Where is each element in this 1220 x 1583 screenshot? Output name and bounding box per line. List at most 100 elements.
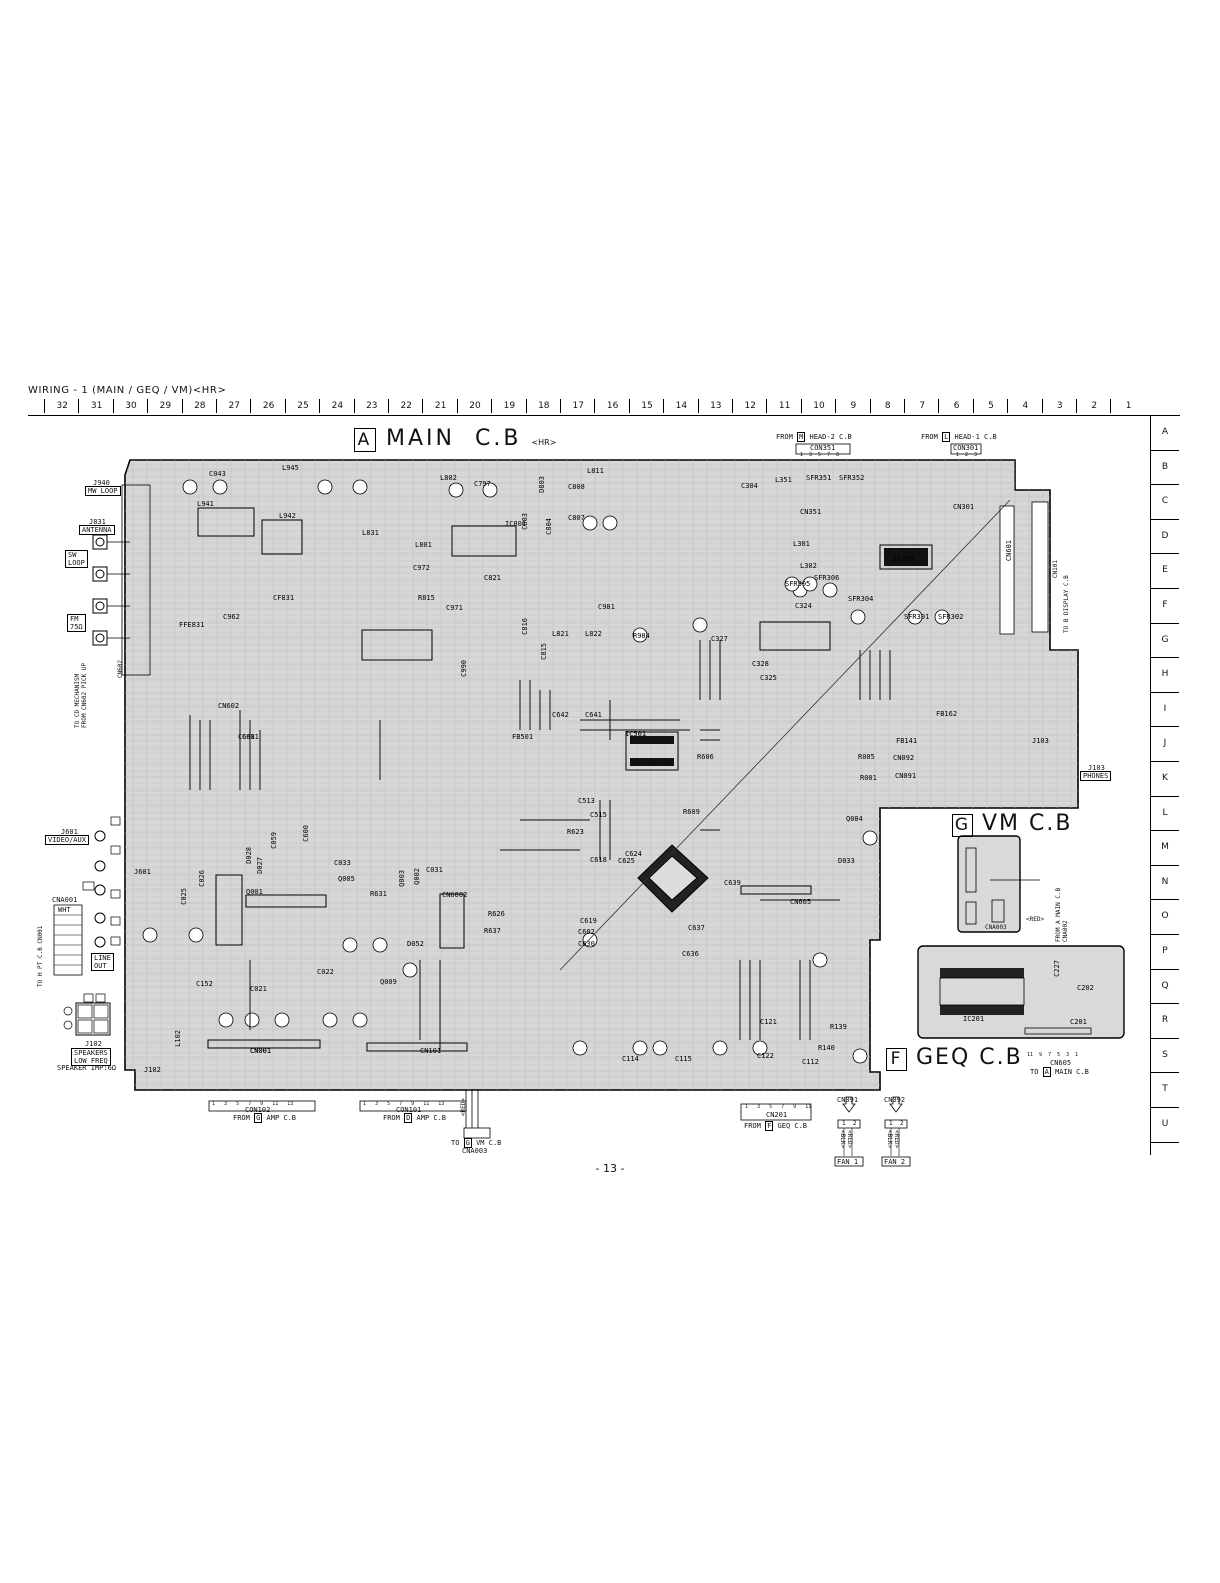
transistor-32 (812, 952, 828, 968)
transistor-29 (372, 937, 388, 953)
con101-from-label: FROM D AMP C.B (383, 1113, 446, 1123)
transistor-15 (784, 576, 800, 592)
cn091-pins: 1 2 (842, 1120, 857, 1127)
row-Q: Q (1151, 969, 1179, 1005)
row-R: R (1151, 1003, 1179, 1039)
cn201-from-label: FROM F GEQ C.B (744, 1121, 808, 1131)
column-8: 8 (869, 399, 905, 413)
label-r005: R005 (858, 753, 875, 761)
transistor-18 (244, 1012, 260, 1028)
vm-red-label: <RED> (1026, 916, 1045, 923)
label-c808: C808 (568, 483, 585, 491)
label-sfr306: SFR306 (814, 574, 840, 582)
transistor-1 (212, 479, 228, 495)
cn201-board: GEQ C.B (777, 1122, 808, 1130)
column-14: 14 (663, 399, 698, 413)
cn605-to: TO (1030, 1068, 1039, 1076)
geq-board-name: GEQ C.B (916, 1045, 1023, 1070)
label-q001: Q001 (246, 888, 263, 896)
to-vm-id: CNA003 (462, 1147, 488, 1155)
to-cd-label: TO CD MECHANISM FROM CN602 PICK UP (74, 662, 88, 728)
cn201-pins: 1 3 5 7 9 11 (745, 1104, 812, 1110)
label-c025: C025 (180, 888, 188, 905)
label-c600: C600 (302, 825, 310, 842)
con102-board-letter: G (254, 1113, 263, 1123)
label-r626: R626 (488, 910, 505, 918)
column-1: 1 (1110, 399, 1145, 413)
column-16: 16 (594, 399, 629, 413)
ic-chip-6 (439, 893, 465, 949)
column-26: 26 (250, 399, 285, 413)
column-25: 25 (284, 399, 320, 413)
label-c227: C227 (1053, 960, 1061, 977)
transistor-4 (448, 482, 464, 498)
transistor-9 (692, 617, 708, 633)
column-23: 23 (353, 399, 389, 413)
label-cn351: CN351 (800, 508, 822, 516)
main-board-suffix: <HR> (531, 438, 557, 447)
fan2-label: FAN 2 (884, 1158, 906, 1166)
column-27: 27 (216, 399, 251, 413)
ic501-pins-top (630, 736, 674, 744)
con351-id: CON351 (810, 444, 836, 452)
column-24: 24 (319, 399, 354, 413)
transistor-7 (602, 515, 618, 531)
con102-board: AMP C.B (266, 1114, 297, 1122)
con102-id: CON102 (245, 1106, 271, 1114)
cn602-side-label: CN602 (117, 660, 124, 679)
label-c601b: C601 (242, 733, 259, 741)
transistor-6 (582, 515, 598, 531)
label-cn301: CN301 (953, 503, 975, 511)
label-c619: C619 (580, 917, 597, 925)
label-cn101b: CN101 (420, 1047, 442, 1055)
ic-header-1 (245, 894, 327, 908)
label-c981: C981 (598, 603, 615, 611)
con101-from: FROM (383, 1114, 400, 1122)
column-12: 12 (732, 399, 767, 413)
label-cn605b: CN605 (790, 898, 812, 906)
line-out-label: LINE OUT (91, 953, 114, 971)
ic-chip-5 (215, 874, 243, 946)
label-c816: C816 (521, 618, 529, 635)
cn605-header (740, 885, 812, 895)
con351-pins: 1 3 5 7 8 (800, 452, 840, 458)
cn092-pins: 1 2 (889, 1120, 904, 1127)
speakers-label: SPEAKERS LOW FREQ (71, 1048, 111, 1066)
label-c797: C797 (474, 480, 491, 488)
label-q002: Q002 (413, 868, 421, 885)
label-fb501: FB501 (512, 733, 534, 741)
row-F: F (1151, 588, 1179, 624)
con101-board-letter: D (404, 1113, 413, 1123)
label-ic501: IC501 (625, 730, 647, 738)
transistor-35 (142, 927, 158, 943)
transistor-5 (482, 482, 498, 498)
label-ffe831: FFE831 (179, 621, 205, 629)
transistor-28 (342, 937, 358, 953)
ic303-chip (879, 544, 933, 570)
label-sfr351: SFR351 (806, 474, 832, 482)
label-j601b: J601 (134, 868, 151, 876)
con102-from-label: FROM G AMP C.B (233, 1113, 297, 1123)
label-c618: C618 (590, 856, 607, 864)
column-30: 30 (112, 399, 148, 413)
transistor-30 (582, 932, 598, 948)
label-l945: L945 (282, 464, 299, 472)
label-c152: C152 (196, 980, 213, 988)
j940-label: J940 (93, 479, 110, 487)
label-c114: C114 (622, 1055, 639, 1063)
label-c043: C043 (209, 470, 226, 478)
cn605-to-label: TO A MAIN C.B (1030, 1067, 1089, 1077)
label-l102: L102 (174, 1030, 182, 1047)
label-r606: R606 (697, 753, 714, 761)
transistor-31 (862, 830, 878, 846)
transistor-17 (218, 1012, 234, 1028)
column-32: 32 (44, 399, 79, 413)
cn201-from: FROM (744, 1122, 761, 1130)
label-r815: R815 (418, 594, 435, 602)
diagonal-trace (559, 499, 1011, 971)
label-c515: C515 (590, 811, 607, 819)
con102-pins: 1 3 5 7 9 11 13 (212, 1101, 294, 1107)
label-l942: L942 (279, 512, 296, 520)
label-l822: L822 (585, 630, 602, 638)
label-c962: C962 (223, 613, 240, 621)
